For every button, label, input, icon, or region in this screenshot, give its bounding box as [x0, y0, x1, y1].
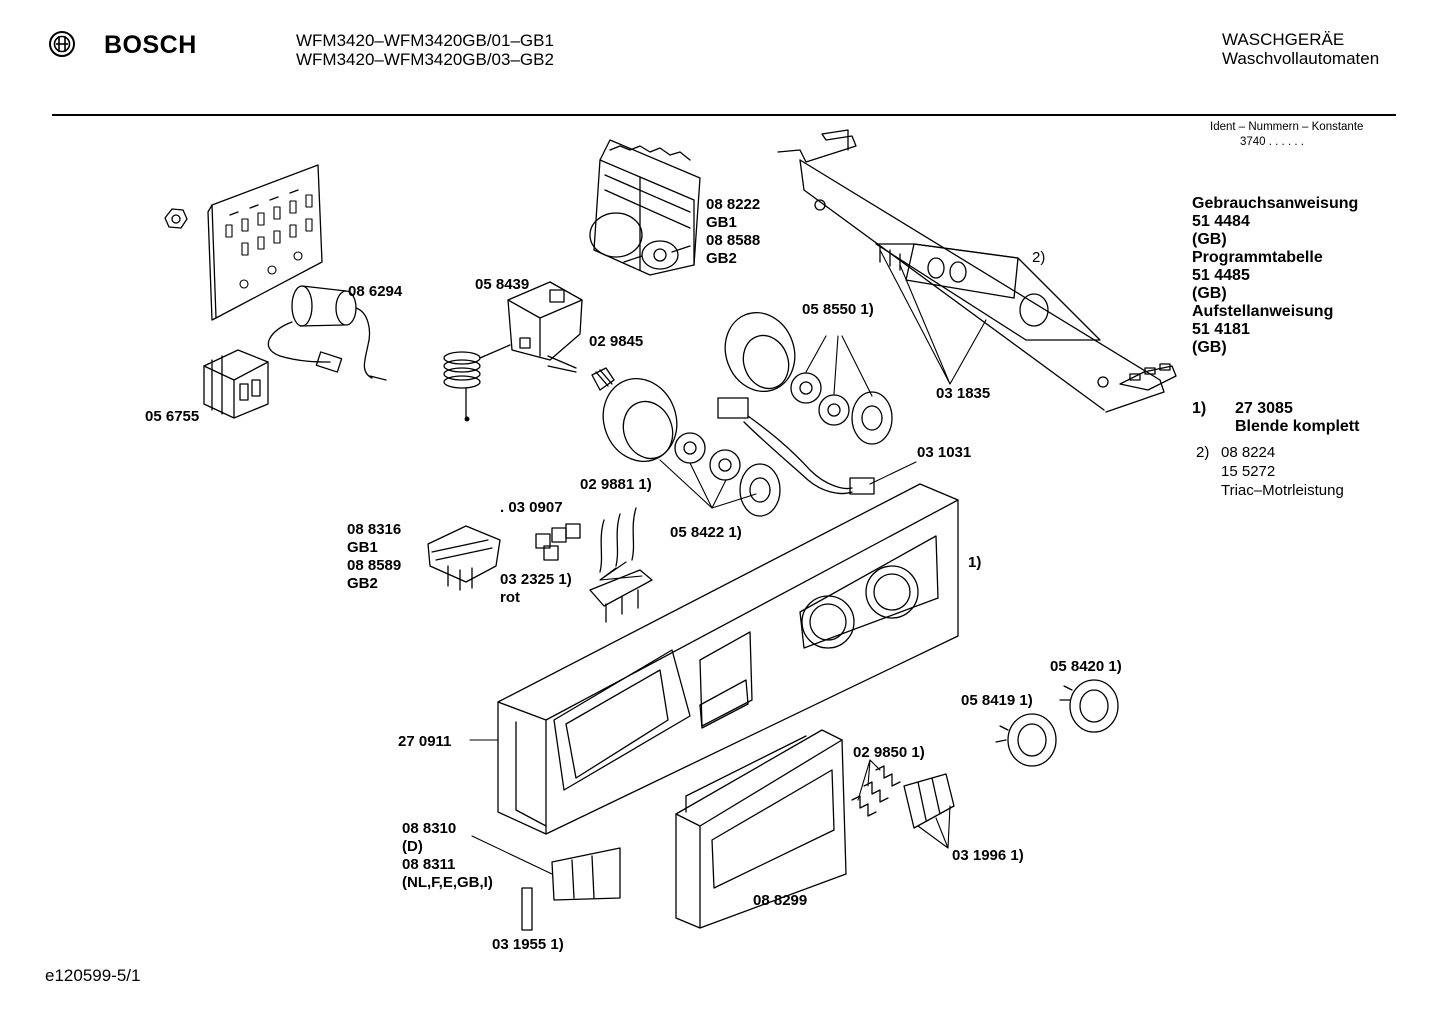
transformer	[204, 350, 268, 418]
drawer-handle	[676, 730, 846, 928]
note2-line-1: 08 8224	[1221, 444, 1276, 461]
selector-knob-058419	[996, 714, 1056, 766]
part-088588-number: 08 8588	[706, 232, 761, 249]
knob-hubs	[740, 392, 892, 516]
coupler-029845	[592, 368, 614, 390]
triac-board	[876, 244, 1100, 340]
part-label-029881: 02 9881 1)	[580, 476, 652, 493]
diagram-code: e120599-5/1	[45, 966, 141, 985]
doc-gebrauchsanweisung-region: (GB)	[1192, 231, 1227, 248]
part-label-086294: 08 6294	[348, 283, 403, 300]
part-label-032325: 03 2325 1) rot	[500, 571, 572, 607]
doc-aufstellanweisung-region: (GB)	[1192, 339, 1227, 356]
part-088589-number: 08 8589	[347, 557, 402, 574]
part-label-088299: 08 8299	[753, 892, 808, 909]
part-label-088316: 08 8316 GB1 08 8589 GB2	[347, 521, 401, 593]
part-label-056755: 05 6755	[145, 408, 200, 425]
part-088310-number: 08 8310	[402, 820, 457, 837]
fascia-panel	[498, 484, 958, 834]
leader-lines	[470, 250, 986, 874]
model-line-1: WFM3420–WFM3420GB/01–GB1	[296, 31, 554, 50]
part-label-058550: 05 8550 1)	[802, 301, 874, 318]
ident-value: 3740 . . . . . .	[1240, 136, 1304, 148]
part-label-058420: 05 8420 1)	[1050, 658, 1122, 675]
knob-rings	[675, 373, 849, 480]
note1-description: Blende komplett	[1235, 418, 1360, 435]
note2-line-3: Triac–Motrleistung	[1221, 482, 1344, 499]
pushbutton-keys-031996	[904, 774, 954, 828]
doc-gebrauchsanweisung-number: 51 4484	[1192, 213, 1250, 230]
doc-programmtabelle-number: 51 4485	[1192, 267, 1250, 284]
note-2-marker: 2)	[1032, 249, 1046, 266]
part-088310-region: (D)	[402, 838, 423, 855]
note2-text: 08 8224 15 5272 Triac–Motrleistung	[1221, 443, 1344, 500]
door-lock-switch	[444, 282, 582, 421]
part-label-058422: 05 8422 1)	[670, 524, 742, 541]
doc-aufstellanweisung-number: 51 4181	[1192, 321, 1250, 338]
documents-list: Gebrauchsanweisung 51 4484 (GB) Programm…	[1192, 195, 1358, 357]
bosch-armature-icon	[49, 31, 75, 57]
part-088222-number: 08 8222	[706, 196, 761, 213]
part-label-031835: 03 1835	[936, 385, 991, 402]
programme-selector	[590, 140, 700, 275]
part-label-029845: 02 9845	[589, 333, 644, 350]
switch-block-088316	[428, 526, 500, 590]
contact-springs-029881	[590, 508, 652, 622]
doc-aufstellanweisung: Aufstellanweisung	[1192, 303, 1334, 320]
doc-gebrauchsanweisung: Gebrauchsanweisung	[1192, 195, 1359, 212]
clip-strip	[522, 888, 532, 930]
part-088222-variant: GB1	[706, 214, 737, 231]
part-088316-number: 08 8316	[347, 521, 402, 538]
note2-line-2: 15 5272	[1221, 463, 1276, 480]
doc-programmtabelle-region: (GB)	[1192, 285, 1227, 302]
note1-part-number: 27 3085	[1235, 400, 1293, 417]
knob-cap-upper	[714, 303, 805, 401]
ident-label: Ident – Nummern – Konstante	[1210, 121, 1364, 133]
hex-nut	[165, 209, 187, 228]
selector-knob-058420	[1060, 680, 1118, 732]
doc-programmtabelle: Programmtabelle	[1192, 249, 1323, 266]
capacitor	[268, 286, 386, 380]
part-088311-number: 08 8311	[402, 856, 456, 873]
model-line-2: WFM3420–WFM3420GB/03–GB2	[296, 50, 554, 69]
part-label-058439: 05 8439	[475, 276, 530, 293]
part-088588-variant: GB2	[706, 250, 737, 267]
part-label-030907: . 03 0907	[500, 499, 563, 516]
note1-text: 27 3085 Blende komplett	[1235, 400, 1359, 436]
part-label-031996: 03 1996 1)	[952, 847, 1024, 864]
part-label-088310: 08 8310 (D) 08 8311 (NL,F,E,GB,I)	[402, 820, 493, 892]
part-032325-number: 03 2325 1)	[500, 571, 572, 588]
part-label-058419: 05 8419 1)	[961, 692, 1033, 709]
note1-key: 1)	[1192, 400, 1207, 417]
category-title: WASCHGERÄE	[1222, 30, 1345, 49]
pushbutton-springs-029850	[852, 766, 900, 816]
program-label	[552, 848, 620, 900]
note2-key: 2)	[1196, 444, 1210, 461]
mounting-plate	[208, 165, 322, 320]
bosch-logo	[48, 30, 76, 63]
note-1-marker: 1)	[968, 554, 982, 571]
part-label-270911: 27 0911	[398, 733, 452, 750]
part-088589-variant: GB2	[347, 575, 378, 592]
part-032325-color: rot	[500, 589, 520, 606]
part-label-031955: 03 1955 1)	[492, 936, 564, 953]
wire-harness	[718, 398, 874, 494]
part-088311-regions: (NL,F,E,GB,I)	[402, 874, 493, 891]
category-subtitle: Waschvollautomaten	[1222, 49, 1380, 68]
knob-cap-lower	[592, 368, 688, 472]
part-label-088222: 08 8222 GB1 08 8588 GB2	[706, 196, 760, 268]
control-bracket	[778, 130, 1176, 412]
part-label-029850: 02 9850 1)	[853, 744, 925, 761]
indicator-lamps-030907	[536, 524, 580, 560]
part-label-031031: 03 1031	[917, 444, 972, 461]
brand-name: BOSCH	[104, 31, 197, 59]
header-rule	[52, 114, 1396, 116]
part-088316-variant: GB1	[347, 539, 378, 556]
